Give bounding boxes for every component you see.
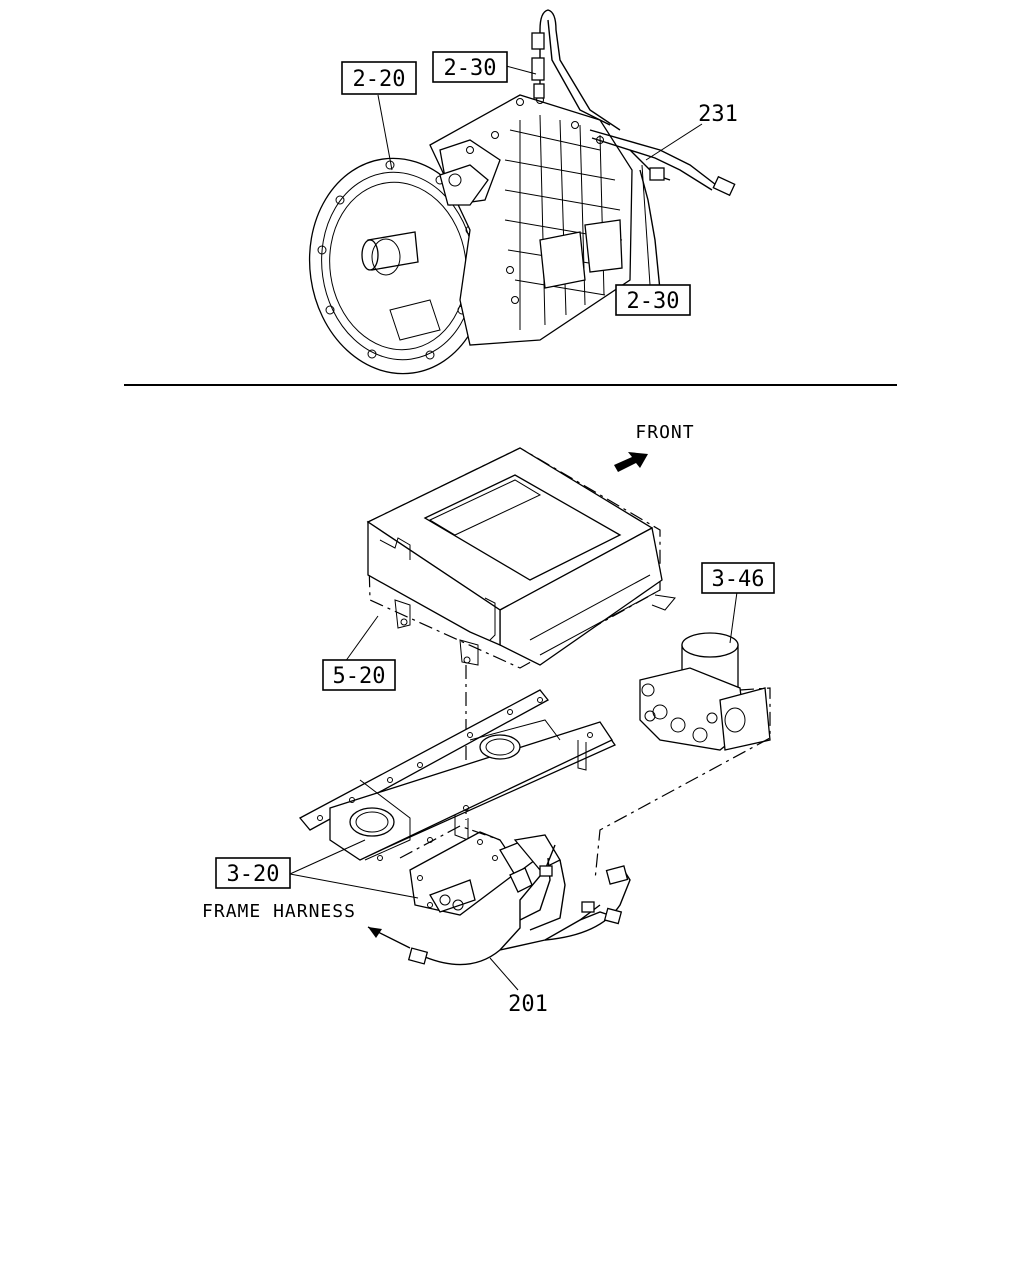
arrow-head-icon: [368, 927, 382, 938]
callout-3-20: 3-20: [215, 857, 291, 889]
valve-bracket-assembly: [399, 825, 561, 916]
air-dryer: [594, 632, 771, 881]
wire-harness-201: [407, 844, 631, 966]
svg-text:2-30: 2-30: [444, 56, 497, 81]
leader-5-20: [344, 615, 379, 663]
frame-crossmember: [298, 689, 616, 861]
svg-text:2-20: 2-20: [353, 67, 406, 92]
svg-text:3-46: 3-46: [712, 567, 765, 592]
callout-5-20: 5-20: [322, 659, 396, 691]
ecu-housing: [366, 447, 676, 669]
front-arrow-icon: [614, 452, 648, 472]
front-label: FRONT: [635, 422, 694, 443]
callout-3-46: 3-46: [701, 562, 775, 594]
callout-2-20-top: 2-20: [341, 61, 417, 95]
callout-201: 201: [508, 992, 548, 1017]
leader-201: [489, 957, 519, 991]
svg-text:5-20: 5-20: [333, 664, 386, 689]
callout-231: 231: [698, 102, 738, 127]
leader-3-46: [729, 591, 738, 644]
leader-3-20: [289, 839, 419, 899]
frame-harness-label: FRAME HARNESS: [202, 901, 356, 922]
top-leader-lines: [377, 65, 703, 286]
svg-text:2-30: 2-30: [627, 289, 680, 314]
svg-text:3-20: 3-20: [227, 862, 280, 887]
callout-2-30-upper: 2-30: [432, 51, 508, 83]
transmission-assembly: [308, 9, 736, 375]
callout-2-30-lower: 2-30: [615, 284, 691, 316]
